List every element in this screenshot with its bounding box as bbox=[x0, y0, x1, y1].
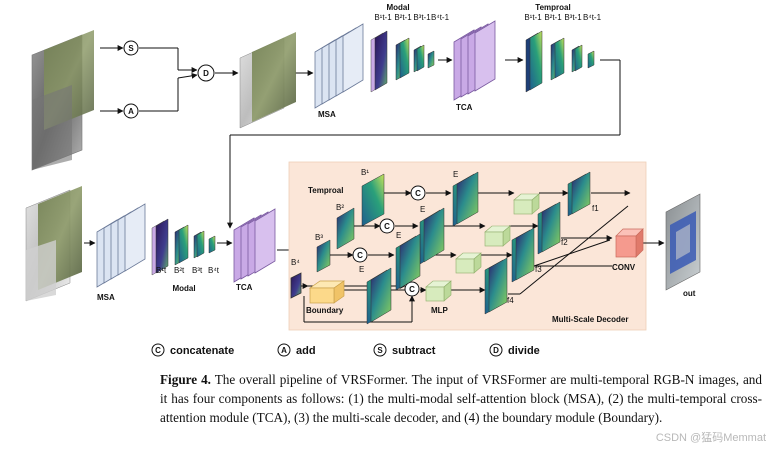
legend-item-divide: D divide bbox=[489, 343, 540, 357]
boundary-label: Boundary bbox=[306, 306, 344, 315]
legend-text-concatenate: concatenate bbox=[170, 345, 234, 357]
bottom-input-images bbox=[25, 186, 82, 302]
decoder-title: Multi-Scale Decoder bbox=[552, 315, 628, 324]
concat-op-1: C bbox=[410, 185, 426, 201]
decoder-f1: f1 bbox=[592, 204, 599, 213]
bottom-msa-label: MSA bbox=[97, 293, 115, 302]
decoder-b1: B¹ bbox=[361, 168, 369, 177]
legend-text-add: add bbox=[296, 345, 316, 357]
bottom-msa-block: MSA bbox=[96, 203, 146, 302]
subtract-op-symbol: S bbox=[128, 44, 134, 53]
bottom-tca-label: TCA bbox=[236, 283, 253, 292]
conv-block: CONV bbox=[612, 228, 644, 272]
out-label: out bbox=[683, 289, 696, 298]
mlp-cube-3 bbox=[455, 252, 482, 274]
top-connectors bbox=[100, 45, 621, 229]
top-msa-label: MSA bbox=[318, 110, 336, 119]
decoder-e2: E bbox=[420, 205, 425, 214]
top-modal-b4: B⁴t-1 bbox=[431, 13, 450, 22]
concat-op-4: C bbox=[404, 281, 420, 297]
bottom-tca-block: TCA bbox=[233, 208, 276, 292]
legend-symbol-c: C bbox=[155, 346, 161, 355]
concat-op-3-symbol: C bbox=[357, 251, 363, 260]
concat-op-2-symbol: C bbox=[384, 222, 390, 231]
watermark: CSDN @猛码Memmat bbox=[655, 432, 766, 444]
divide-op-symbol: D bbox=[203, 69, 209, 78]
top-temproal-title: Temproal bbox=[535, 3, 570, 12]
top-input-images bbox=[31, 30, 94, 171]
add-op-symbol: A bbox=[128, 107, 134, 116]
decoder-b4: B⁴ bbox=[291, 258, 300, 267]
bottom-b2: B²t bbox=[174, 266, 185, 275]
decoder-temproal-label: Temproal bbox=[308, 186, 343, 195]
decoder-f2: f2 bbox=[561, 238, 568, 247]
mlp-cube-2 bbox=[484, 225, 511, 247]
legend-text-subtract: subtract bbox=[392, 345, 436, 357]
legend-symbol-d: D bbox=[493, 346, 499, 355]
bottom-b3: B³t bbox=[192, 266, 203, 275]
caption-text: The overall pipeline of VRSFormer. The i… bbox=[160, 372, 762, 425]
multi-scale-decoder: Multi-Scale Decoder Temproal B¹ B² B³ B⁴ bbox=[288, 161, 665, 331]
decoder-e1: E bbox=[453, 170, 458, 179]
legend-item-concatenate: C concatenate bbox=[151, 343, 234, 357]
add-op-top: A bbox=[123, 103, 139, 119]
concat-op-3: C bbox=[352, 247, 368, 263]
mlp-cube-4 bbox=[425, 280, 452, 302]
top-modal-b1: B¹t-1 bbox=[374, 13, 392, 22]
concat-op-4-symbol: C bbox=[409, 285, 415, 294]
legend-symbol-s: S bbox=[377, 346, 383, 355]
concat-op-1-symbol: C bbox=[415, 189, 421, 198]
top-temproal-b3: B³t-1 bbox=[564, 13, 582, 22]
top-tca-label: TCA bbox=[456, 103, 473, 112]
mlp-cube-1 bbox=[513, 193, 540, 215]
legend-text-divide: divide bbox=[508, 345, 540, 357]
boundary-module: Boundary bbox=[306, 280, 346, 315]
caption-label: Figure 4. bbox=[160, 372, 211, 387]
legend-item-add: A add bbox=[277, 343, 316, 357]
top-temproal-b1: B¹t-1 bbox=[524, 13, 542, 22]
legend-symbol-a: A bbox=[281, 346, 287, 355]
figure-caption: Figure 4. The overall pipeline of VRSFor… bbox=[160, 370, 762, 427]
top-temproal-b4: B⁴t-1 bbox=[583, 13, 602, 22]
decoder-f3: f3 bbox=[535, 265, 542, 274]
top-modal-title: Modal bbox=[386, 3, 409, 12]
divide-op-top: D bbox=[197, 64, 215, 82]
bottom-b4: B⁴t bbox=[208, 266, 220, 275]
decoder-e4: E bbox=[359, 265, 364, 274]
decoder-e3: E bbox=[396, 231, 401, 240]
top-temproal-features: Temproal B¹t-1 B²t-1 B³t-1 B⁴t-1 bbox=[524, 3, 602, 93]
conv-label: CONV bbox=[612, 263, 636, 272]
concat-op-2: C bbox=[379, 218, 395, 234]
legend: C concatenate A add S subtract D divide bbox=[151, 343, 540, 357]
mlp-cubes: MLP bbox=[425, 193, 540, 315]
decoder-b3: B³ bbox=[315, 233, 323, 242]
top-tca-block: TCA bbox=[453, 20, 496, 112]
subtract-op-top: S bbox=[123, 40, 139, 56]
top-fused-images bbox=[239, 32, 296, 129]
top-temproal-b2: B²t-1 bbox=[544, 13, 562, 22]
top-modal-features: Modal B¹t-1 B²t-1 B³t-1 B⁴t-1 bbox=[370, 3, 450, 93]
decoder-f4: f4 bbox=[507, 296, 514, 305]
mlp-label: MLP bbox=[431, 306, 449, 315]
bottom-b1: B¹t bbox=[156, 266, 167, 275]
output-image: out bbox=[665, 193, 701, 298]
legend-item-subtract: S subtract bbox=[373, 343, 436, 357]
bottom-modal-title: Modal bbox=[172, 284, 195, 293]
bottom-modal-features: B¹t B²t B³t B⁴t Modal bbox=[151, 218, 220, 293]
top-modal-b3: B³t-1 bbox=[413, 13, 431, 22]
top-msa-block: MSA bbox=[314, 23, 364, 119]
decoder-b2: B² bbox=[336, 203, 344, 212]
top-modal-b2: B²t-1 bbox=[394, 13, 412, 22]
